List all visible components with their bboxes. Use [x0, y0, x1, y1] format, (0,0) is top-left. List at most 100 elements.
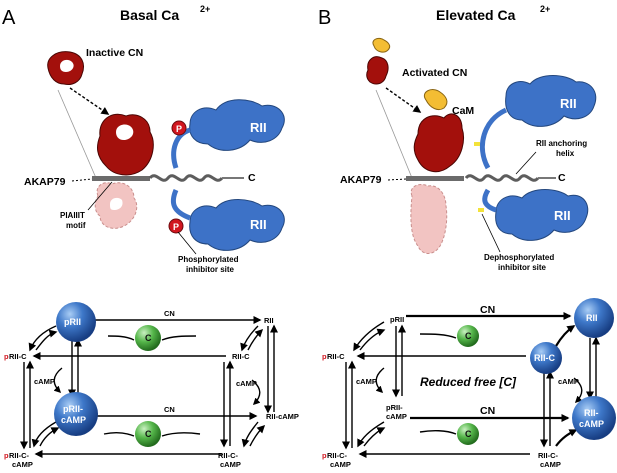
- inactive-cn-label: Inactive CN: [86, 47, 143, 59]
- c-link-bot-a2: [161, 431, 201, 437]
- camp-left-a: cAMP: [34, 377, 55, 386]
- rii-c-a: RII-C: [232, 352, 250, 361]
- edge-b-riiccamp-riicamp: [555, 429, 578, 447]
- c-link-top-a: [107, 335, 135, 341]
- cn-top-a: CN: [164, 309, 175, 318]
- rii-bottom-a: [189, 199, 285, 251]
- cn-mid-a: CN: [164, 405, 175, 414]
- prii-b: pRII: [390, 315, 404, 324]
- edge-a-prii-priic: [28, 325, 57, 352]
- akap79-bar-b: [406, 176, 464, 181]
- rii-anchoring-label-2: helix: [556, 149, 575, 158]
- c-link-top-b: [419, 333, 457, 339]
- prii-c-camp-a-1: RII-C-: [9, 451, 29, 460]
- panel-a-letter: A: [2, 7, 16, 29]
- node-b-rii-camp-label-2: cAMP: [579, 419, 604, 429]
- node-a-c: [135, 325, 161, 351]
- phos-pointer: [177, 231, 197, 255]
- piaiiit-label-2: motif: [66, 221, 86, 230]
- edge-b-priic-prii: [359, 328, 386, 351]
- edge-a-riic-rii: [247, 328, 264, 351]
- panel-a-title: Basal Ca: [120, 7, 179, 23]
- node-b-rii-camp-label-1: RII-: [584, 408, 599, 418]
- rii-helix-b: [464, 174, 540, 182]
- rii-camp-a: RII-cAMP: [266, 412, 299, 421]
- rii-top-label-a: RII: [250, 120, 267, 135]
- prii-c-camp-b-2: cAMP: [330, 460, 351, 469]
- edge-a-priiccamp-priicamp: [39, 427, 60, 447]
- node-b-rii: [574, 298, 614, 338]
- prii-c-camp-a-2: cAMP: [12, 460, 33, 469]
- panel-b-title: Elevated Ca: [436, 7, 516, 23]
- panel-b: B Elevated Ca 2+ Activated CN CaM AKAP79…: [318, 4, 597, 272]
- cn-top-b: CN: [480, 304, 495, 316]
- edge-a-riicamp-riiccamp: [241, 421, 259, 448]
- node-a-c-label: C: [145, 333, 152, 343]
- prii-camp-b-1: pRII-: [386, 403, 403, 412]
- arrow-cn-bind-b: [385, 87, 422, 113]
- node-a-c2-label: C: [145, 429, 152, 439]
- rii-linker-top-a: [171, 127, 191, 169]
- inactive-cn-hole: [60, 59, 74, 72]
- edge-b-riic-rii: [555, 325, 576, 347]
- rii-top-label-b: RII: [560, 96, 577, 111]
- edge-a-rii-riic: [240, 325, 259, 352]
- camp-right-b: cAMP: [558, 377, 579, 386]
- prii-c-camp-b-1: RII-C-: [327, 451, 347, 460]
- rii-bottom-label-a: RII: [250, 217, 267, 232]
- bound-cn-shape: [97, 113, 154, 176]
- rii-top-a: [189, 99, 285, 151]
- bound-cn-shape-b: [413, 113, 464, 173]
- akap79-pointer-b: [387, 178, 407, 181]
- panel-a: A Basal Ca 2+ Inactive CN AKAP79 PIAIIIT…: [2, 4, 285, 274]
- rii-linker-bot-a: [170, 189, 191, 221]
- panel-b-letter: B: [318, 7, 331, 29]
- activated-cn-shape: [366, 56, 389, 85]
- rii-top-b: [505, 75, 597, 127]
- phos-label-2: inhibitor site: [186, 265, 235, 274]
- camp-curve-a-right: [251, 379, 261, 406]
- node-b-c-label: C: [465, 331, 472, 341]
- cn-mid-b: CN: [480, 405, 495, 417]
- dephos-label-1: Dephosphorylated: [484, 253, 554, 262]
- activated-cn-label: Activated CN: [402, 67, 467, 79]
- akap79-label-a: AKAP79: [24, 176, 66, 188]
- cam-small: [372, 37, 391, 53]
- dephos-label-2: inhibitor site: [498, 263, 547, 272]
- piaiiit-label-1: PIAIIIT: [60, 211, 85, 220]
- panel-b-title-sup: 2+: [540, 4, 550, 14]
- prii-c-a-p: p: [4, 352, 9, 361]
- cam-big: [424, 89, 448, 111]
- node-a-prii-camp-label-2: cAMP: [61, 415, 86, 425]
- prii-c-b: RII-C: [327, 352, 345, 361]
- piaiiit-pointer: [87, 181, 113, 211]
- node-a-prii: [56, 302, 96, 342]
- panel-a-title-sup: 2+: [200, 4, 210, 14]
- node-b-rii-label: RII: [586, 313, 598, 323]
- rii-c-camp-a-2: cAMP: [220, 460, 241, 469]
- rii-bottom-label-b: RII: [554, 208, 571, 223]
- node-b-c2-label: C: [465, 429, 472, 439]
- akap79-pointer-a: [71, 178, 93, 182]
- edge-b-prii-priic: [353, 321, 385, 352]
- edge-a-priicamp-priiccamp: [31, 421, 57, 448]
- rii-c-camp-b-1: RII-C-: [538, 451, 558, 460]
- thin-guide-a: [57, 89, 97, 179]
- cycle-a: pRII C pRII- cAMP C CN CN RII RII-C p RI…: [4, 302, 299, 469]
- node-b-rii-c: [530, 342, 562, 374]
- camp-curve-b-right: [573, 377, 583, 404]
- phospho-bot-label: P: [173, 222, 179, 232]
- node-a-c2: [135, 421, 161, 447]
- edge-b-priicamp-priiccamp: [357, 421, 385, 448]
- phos-label-1: Phosphorylated: [178, 255, 239, 264]
- edge-b-priiccamp-priicamp: [363, 427, 386, 447]
- cn-b-subunit-shape-b: [410, 183, 448, 254]
- cycle-b: C C RII RII-C RII- cAMP pRII CN p RII-C …: [322, 298, 616, 469]
- camp-left-b: cAMP: [356, 377, 377, 386]
- rii-helix-a: [148, 174, 224, 182]
- rii-bottom-b: [495, 189, 589, 241]
- node-a-prii-label: pRII: [64, 317, 81, 327]
- rii-c-camp-b-2: cAMP: [540, 460, 561, 469]
- prii-c-camp-a-p: p: [4, 451, 9, 460]
